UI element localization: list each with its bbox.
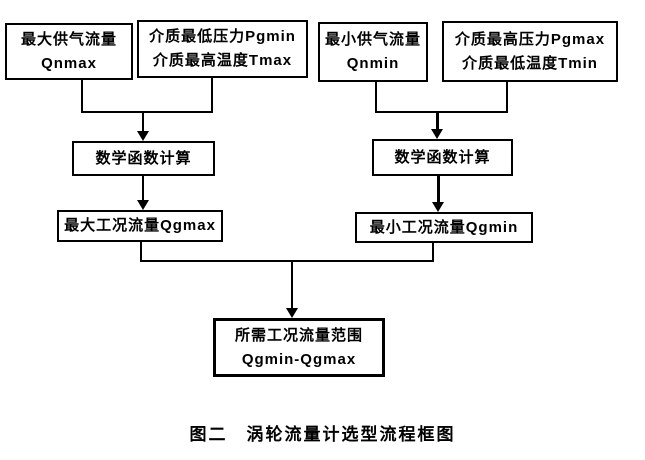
node-sublabel: 介质最高温度Tmax bbox=[152, 52, 293, 69]
node-sublabel: 介质最低温度Tmin bbox=[462, 54, 598, 72]
node-label: 所需工况流量范围 bbox=[234, 326, 363, 344]
node-math-function-left: 数学函数计算 bbox=[72, 141, 215, 176]
arrow-head bbox=[137, 131, 149, 141]
node-label: 数学函数计算 bbox=[95, 149, 192, 167]
connector-line bbox=[81, 80, 83, 113]
connector-line bbox=[142, 113, 144, 133]
node-min-supply-flow: 最小供气流量 Qnmin bbox=[318, 22, 428, 82]
connector-line bbox=[432, 243, 434, 262]
node-min-pressure-max-temp: 介质最低压力Pgmin 介质最高温度Tmax bbox=[137, 20, 308, 78]
arrow-head bbox=[286, 308, 298, 318]
node-max-pressure-min-temp: 介质最高压力Pgmax 介质最低温度Tmin bbox=[442, 21, 618, 82]
arrow-head bbox=[137, 200, 149, 210]
node-required-flow-range: 所需工况流量范围 Qgmin-Qgmax bbox=[213, 318, 385, 377]
node-label: 最小供气流量 bbox=[324, 31, 421, 48]
node-min-operating-flow: 最小工况流量Qgmin bbox=[355, 212, 533, 243]
connector-line bbox=[81, 111, 213, 113]
connector-line bbox=[142, 176, 144, 201]
connector-line bbox=[211, 78, 213, 113]
node-max-supply-flow: 最大供气流量 Qnmax bbox=[5, 23, 133, 80]
node-sublabel: Qnmax bbox=[41, 54, 97, 72]
connector-line bbox=[291, 262, 293, 309]
node-max-operating-flow: 最大工况流量Qgmax bbox=[57, 210, 223, 242]
connector-line bbox=[436, 113, 439, 130]
connector-line bbox=[375, 82, 377, 113]
node-label: 最小工况流量Qgmin bbox=[369, 218, 519, 236]
node-label: 介质最低压力Pgmin bbox=[149, 28, 296, 45]
node-label: 最大工况流量Qgmax bbox=[64, 217, 216, 234]
connector-line bbox=[140, 242, 142, 262]
figure-caption: 图二 涡轮流量计选型流程框图 bbox=[189, 425, 456, 444]
node-math-function-right: 数学函数计算 bbox=[372, 139, 513, 176]
connector-line bbox=[140, 260, 434, 262]
node-label: 介质最高压力Pgmax bbox=[454, 30, 606, 48]
node-sublabel: Qnmin bbox=[346, 55, 400, 72]
arrow-head bbox=[432, 202, 444, 212]
connector-line bbox=[437, 176, 440, 203]
connector-line bbox=[375, 111, 508, 113]
node-sublabel: Qgmin-Qgmax bbox=[241, 350, 357, 368]
arrow-head bbox=[431, 129, 443, 139]
connector-line bbox=[506, 82, 508, 113]
node-label: 数学函数计算 bbox=[394, 148, 491, 166]
node-label: 最大供气流量 bbox=[20, 30, 117, 48]
